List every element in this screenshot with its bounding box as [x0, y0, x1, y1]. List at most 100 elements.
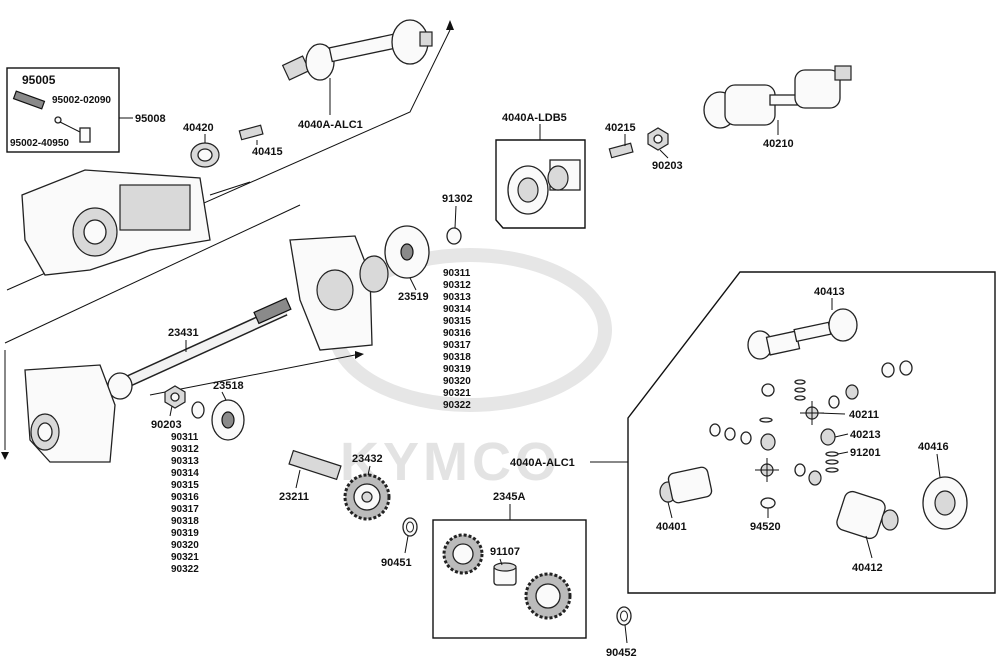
shim-left-9: 90320	[171, 540, 199, 551]
shim-mid-7: 90318	[443, 352, 471, 363]
shim-left-8: 90319	[171, 528, 199, 539]
shim-mid-4: 90315	[443, 316, 471, 327]
shim-list-middle: 90311 90312 90313 90314 90315 90316 9031…	[443, 268, 471, 411]
shim-left-10: 90321	[171, 552, 199, 563]
label-4040A-LDB5: 4040A-LDB5	[502, 112, 567, 124]
part-2345A-gear-left	[442, 533, 484, 575]
box-4040A-LDB5	[495, 139, 586, 229]
part-40215-spring	[608, 142, 634, 159]
label-94520: 94520	[750, 521, 781, 533]
shim-mid-2: 90313	[443, 292, 471, 303]
part-40412-yoke	[836, 490, 899, 540]
part-shim-left	[191, 401, 205, 419]
label-95002-40950: 95002-40950	[10, 138, 69, 149]
label-90203-left: 90203	[151, 419, 182, 431]
label-23211: 23211	[279, 491, 309, 503]
box-95005	[6, 67, 120, 153]
part-90452-washer	[616, 606, 632, 626]
part-23432-gear	[343, 473, 391, 521]
label-40215: 40215	[605, 122, 636, 134]
part-90203-nut-top	[647, 127, 669, 151]
guide-arrow-top	[446, 20, 454, 30]
label-4040A-ALC1-right: 4040A-ALC1	[510, 457, 575, 469]
label-91107: 91107	[490, 546, 520, 558]
shim-left-6: 90317	[171, 504, 199, 515]
shim-mid-5: 90316	[443, 328, 471, 339]
part-transaxle-housing	[21, 169, 251, 276]
part-kit-small-rings	[709, 360, 913, 451]
part-90203-nut-left	[164, 385, 186, 409]
shim-left-11: 90322	[171, 564, 199, 575]
part-40420-bushing	[190, 142, 220, 168]
part-23211-pinion-shaft	[288, 449, 342, 481]
shim-left-3: 90314	[171, 468, 199, 479]
part-40213-bearing-cap	[820, 428, 836, 446]
part-4040A-ALC1-driveshaft	[281, 19, 433, 81]
label-40413: 40413	[814, 286, 845, 298]
label-95008: 95008	[135, 113, 166, 125]
part-40211-spider	[800, 401, 824, 425]
shim-mid-10: 90321	[443, 388, 471, 399]
shim-mid-6: 90317	[443, 340, 471, 351]
label-23519: 23519	[398, 291, 429, 303]
label-90451: 90451	[381, 557, 412, 569]
part-91201-circlip	[825, 451, 839, 473]
part-40416-seal	[922, 476, 968, 530]
part-23519-seal	[384, 225, 430, 279]
guide-arrow-left	[1, 452, 9, 460]
part-40413-shaft-yoke	[747, 308, 858, 360]
shim-left-1: 90312	[171, 444, 199, 455]
part-2345A-gear-right	[524, 572, 572, 620]
label-95002-02090: 95002-02090	[52, 95, 111, 106]
part-23431-shaft	[107, 297, 292, 400]
part-40210-cv-axle	[703, 65, 852, 129]
box-4040A-ALC1-kit	[627, 271, 996, 594]
guide-line-shaft	[149, 354, 356, 396]
part-40401-yoke	[659, 466, 713, 504]
part-95005-spring	[12, 90, 91, 143]
label-40211: 40211	[849, 409, 879, 421]
shim-left-0: 90311	[171, 432, 199, 443]
label-95005: 95005	[22, 73, 56, 87]
part-lower-housing	[24, 364, 116, 463]
label-40412: 40412	[852, 562, 883, 574]
label-90203-top: 90203	[652, 160, 683, 172]
label-23432: 23432	[352, 453, 383, 465]
label-40415: 40415	[252, 146, 283, 158]
shim-mid-1: 90312	[443, 280, 471, 291]
part-94520-circlip	[760, 497, 776, 509]
part-90451-washer	[402, 517, 418, 537]
label-40213: 40213	[850, 429, 881, 441]
guide-line-mid	[4, 204, 301, 344]
part-40415-spring	[238, 124, 264, 141]
part-23518-seal	[211, 399, 245, 441]
shim-mid-3: 90314	[443, 304, 471, 315]
shim-mid-0: 90311	[443, 268, 471, 279]
shim-left-2: 90313	[171, 456, 199, 467]
shim-mid-9: 90320	[443, 376, 471, 387]
label-91201: 91201	[850, 447, 881, 459]
part-91302-oring	[446, 227, 462, 245]
leader-lines	[119, 78, 941, 644]
guide-arrow-shaft	[355, 351, 364, 359]
part-91107-bearing	[493, 562, 517, 586]
part-gearcase-cover	[289, 235, 389, 351]
label-90452: 90452	[606, 647, 637, 659]
label-4040A-ALC1-top: 4040A-ALC1	[298, 119, 363, 131]
shim-left-7: 90318	[171, 516, 199, 527]
labels: 95005 95002-02090 95002-40950 95008 4042…	[10, 73, 949, 659]
part-kit-spider-lower	[755, 458, 822, 486]
label-40416: 40416	[918, 441, 949, 453]
shim-mid-11: 90322	[443, 400, 471, 411]
label-91302: 91302	[442, 193, 473, 205]
label-2345A: 2345A	[493, 491, 525, 503]
label-40420: 40420	[183, 122, 214, 134]
shim-left-4: 90315	[171, 480, 199, 491]
label-40401: 40401	[656, 521, 687, 533]
shim-list-left: 90311 90312 90313 90314 90315 90316 9031…	[171, 432, 199, 575]
label-23431: 23431	[168, 327, 199, 339]
label-40210: 40210	[763, 138, 794, 150]
shim-left-5: 90316	[171, 492, 199, 503]
